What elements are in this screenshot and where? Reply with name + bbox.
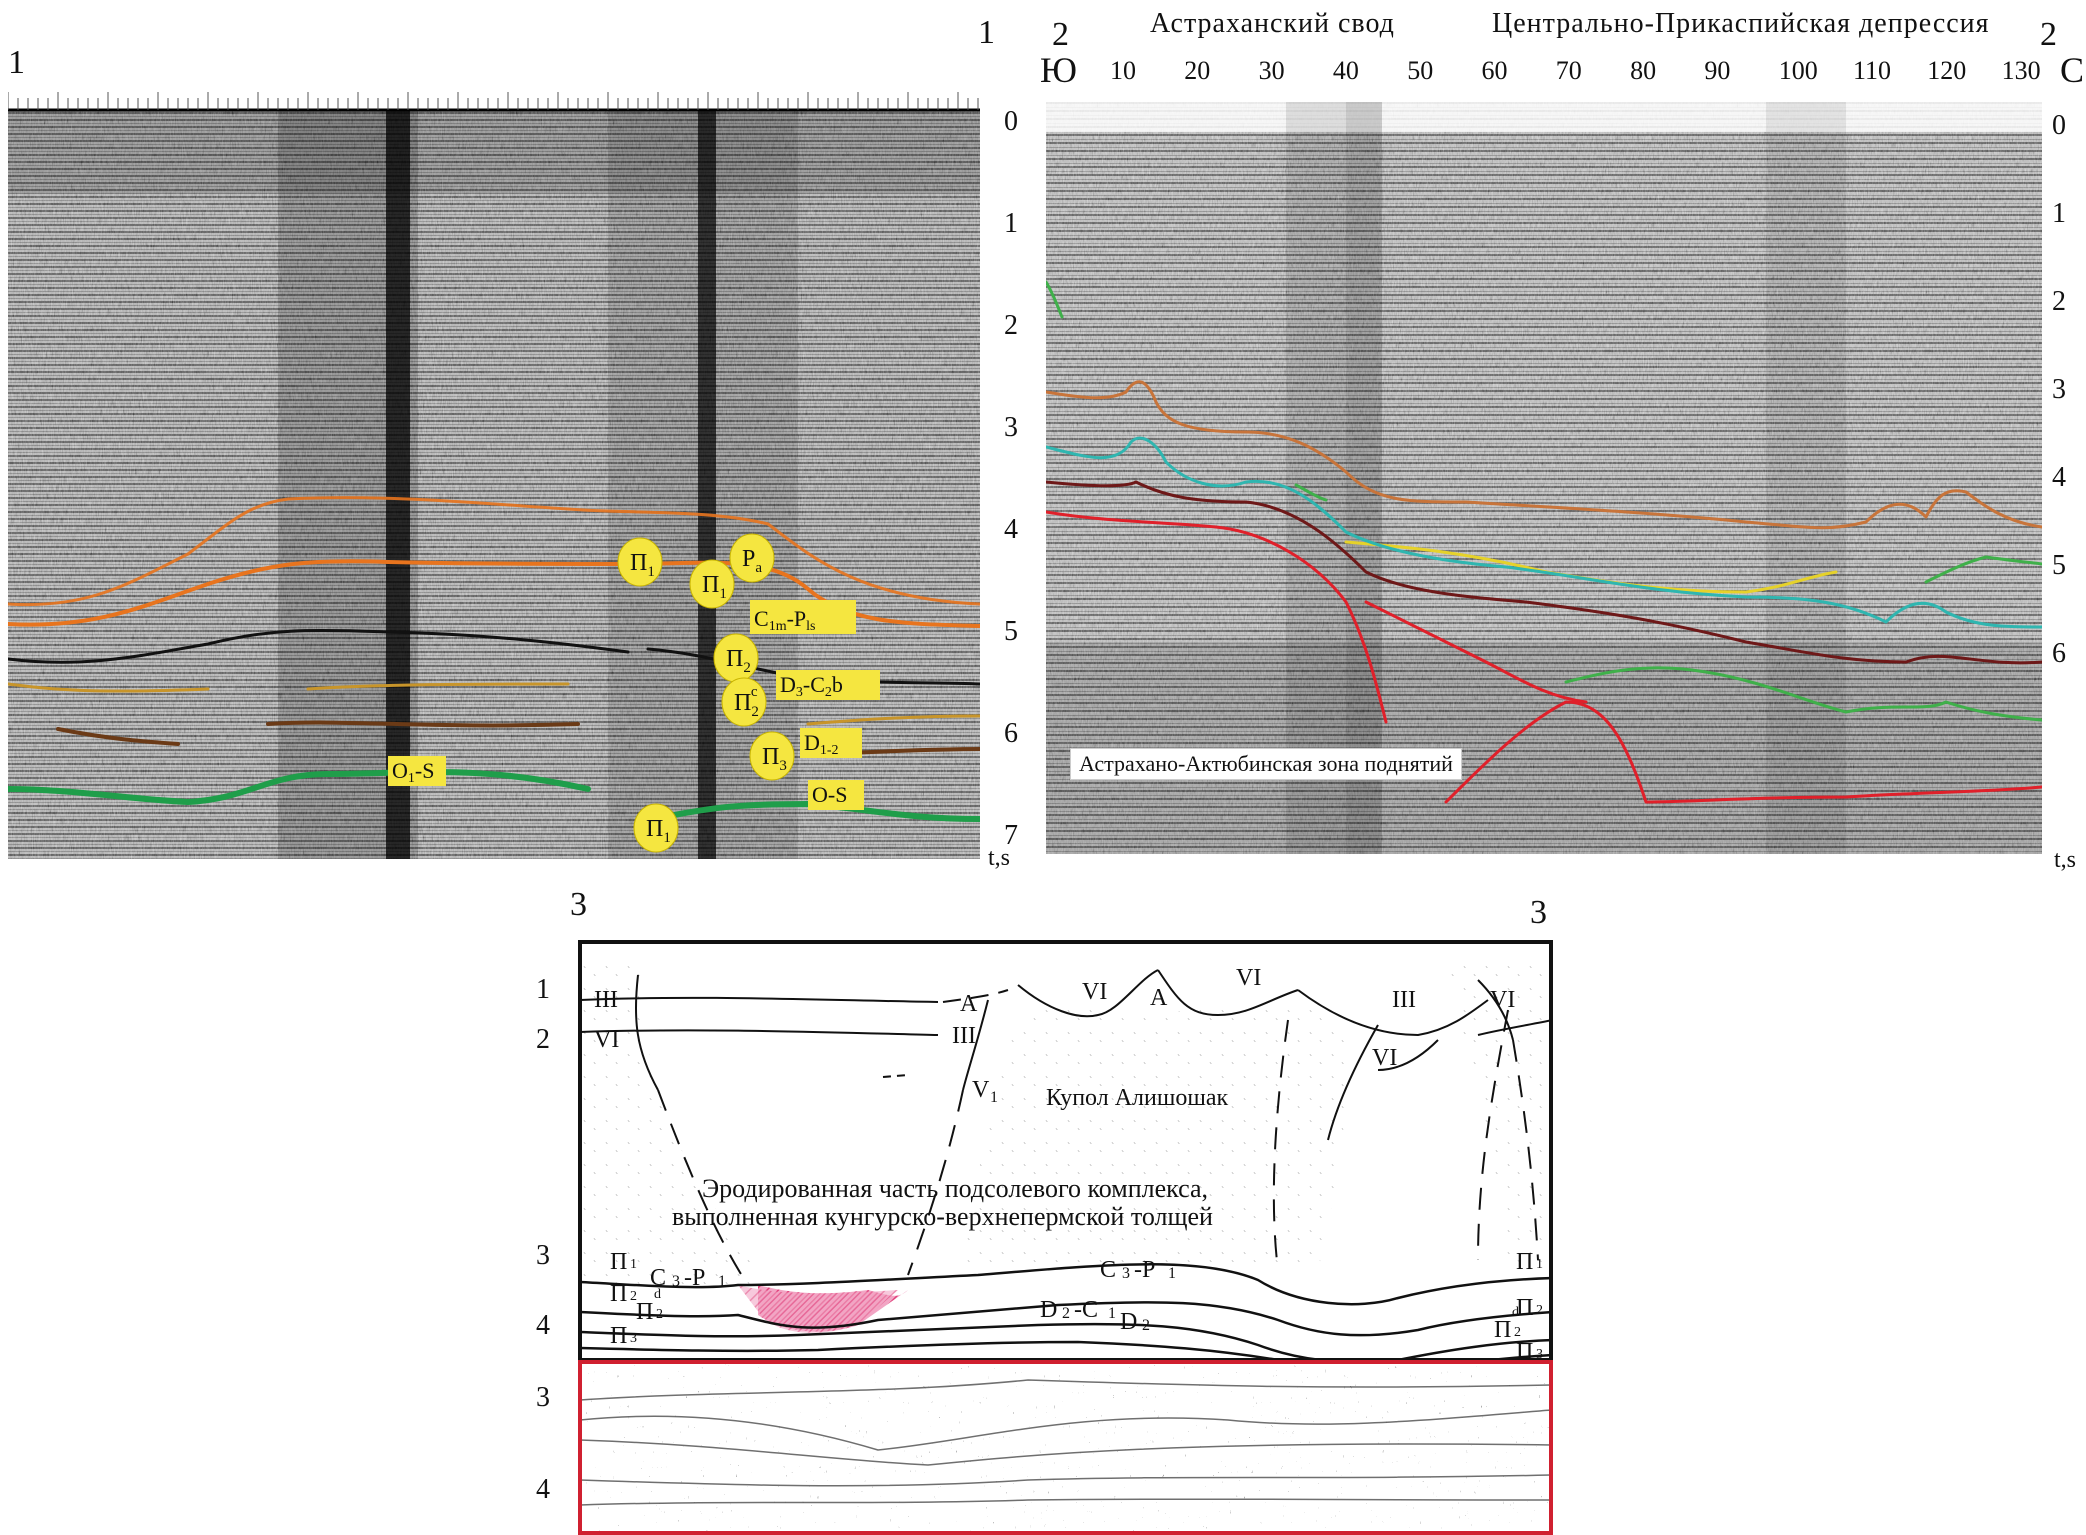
panel1-time-tick: 4 — [1004, 514, 1018, 545]
panel3-time-tick: 4 — [536, 1474, 550, 1505]
panel1-time-tick: 6 — [1004, 718, 1018, 749]
panel3-roman-label: III — [952, 1023, 976, 1049]
panel2-time-tick: 3 — [2052, 374, 2066, 405]
panel1-seismic-section — [8, 84, 980, 859]
panel3-formation-part: 3 — [672, 1273, 680, 1290]
panel3-horizon-label-part: 3 — [1536, 1347, 1543, 1362]
panel3-formation-part: 1 — [718, 1273, 726, 1290]
panel3-time-tick: 4 — [536, 1310, 550, 1341]
panel2-time-tick: 2 — [2052, 286, 2066, 317]
panel3-formation-part: 3 — [1122, 1265, 1130, 1282]
panel2-distance-tick: 110 — [1853, 56, 1892, 85]
panel3-time-tick: 3 — [536, 1240, 550, 1271]
panel1-label-right: 1 — [978, 14, 995, 51]
panel3-formation-part: C — [1100, 1257, 1117, 1283]
panel1-time-tick: 7 — [1004, 820, 1018, 851]
panel3-formation-part: 2 — [1142, 1317, 1150, 1334]
panel2-distance-tick: 60 — [1481, 56, 1508, 85]
panel3-formation-part: -P — [1134, 1257, 1156, 1283]
panel1-axis-unit: t,s — [988, 845, 1011, 871]
panel2-seismic-section — [1046, 102, 2042, 854]
panel2-zone-label: Астрахано-Актюбинская зона поднятий — [1070, 748, 1462, 780]
panel2-distance-tick: 100 — [1778, 56, 1818, 85]
panel3-formation-part: -C — [1074, 1297, 1098, 1323]
panel3-horizon-label-part: П — [610, 1249, 628, 1275]
panel3-formation-part: 1 — [1108, 1305, 1116, 1322]
panel3-horizon-label-part: П — [610, 1323, 628, 1349]
panel3-horizon-label-part: П — [1516, 1295, 1534, 1321]
panel2-label-right: 2 — [2040, 16, 2057, 53]
panel3-eroded-label-line1: Эродированная часть подсолевого комплекс… — [702, 1174, 1209, 1203]
panel2-distance-tick: 30 — [1258, 56, 1285, 85]
panel3-formation-part: 1 — [1168, 1265, 1176, 1282]
panel3-dome-label: Купол Алишошак — [1046, 1085, 1229, 1111]
panel2-axis-unit: t,s — [2054, 847, 2077, 873]
panel2-label-left: 2 — [1052, 16, 1069, 53]
panel2-distance-tick: 50 — [1407, 56, 1434, 85]
panel3-time-tick: 2 — [536, 1024, 550, 1055]
panel3-roman-label: III — [1392, 987, 1416, 1013]
panel2-time-tick: 5 — [2052, 550, 2066, 581]
panel3-time-tick: 3 — [536, 1382, 550, 1413]
panel2-distance-tick: 40 — [1332, 56, 1359, 85]
panel3-horizon-label-part: П — [610, 1281, 628, 1307]
panel3-roman-label: VI — [594, 1027, 620, 1053]
panel3-roman-label: 1 — [990, 1089, 998, 1106]
panel3-formation-part: C — [650, 1265, 667, 1291]
panel3-horizon-label-part: d — [1512, 1305, 1519, 1320]
panel2-title-right: Центрально-Прикаспийская депрессия — [1492, 8, 1990, 39]
panel3-interpretation-scheme: ˋ ˋ — [578, 940, 1553, 1535]
panel3-formation-part: 2 — [1062, 1305, 1070, 1322]
panel3-horizon-label-part: 1 — [630, 1257, 637, 1272]
panel3-label-left: 3 — [570, 886, 587, 923]
panel2-title-left: Астраханский свод — [1150, 8, 1395, 39]
panel2-distance-tick: 130 — [2001, 56, 2041, 85]
panel3-horizon-label-part: П — [636, 1299, 654, 1325]
panel3-horizon-label-part: 1 — [1536, 1257, 1543, 1272]
panel1-time-tick: 2 — [1004, 310, 1018, 341]
panel3-horizon-label-part: П — [1516, 1339, 1534, 1365]
panel2-dir-left: Ю — [1040, 50, 1078, 90]
panel3-formation-part: D — [1120, 1309, 1138, 1335]
panel2-distance-tick: 10 — [1110, 56, 1136, 85]
panel3-horizon-label-part: 2 — [1536, 1303, 1543, 1318]
panel3-roman-label: VI — [1490, 987, 1516, 1013]
panel3-horizon-label-part: П — [1516, 1249, 1534, 1275]
panel3-roman-label: A — [960, 991, 978, 1017]
panel3-formation-part: -P — [684, 1265, 706, 1291]
panel2-distance-tick: 80 — [1630, 56, 1657, 85]
panel2-distance-tick: 120 — [1927, 56, 1967, 85]
panel3-horizon-label-part: 2 — [656, 1307, 663, 1322]
panel3-roman-label: V — [972, 1077, 990, 1103]
panel3-horizon-label-part: d — [654, 1287, 661, 1302]
panel2-time-tick: 1 — [2052, 198, 2066, 229]
panel2-distance-tick: 20 — [1184, 56, 1211, 85]
panel3-roman-label: VI — [1236, 965, 1262, 991]
panel2-dir-right: С — [2060, 50, 2085, 90]
panel1-time-tick: 3 — [1004, 412, 1018, 443]
panel3-formation-part: D — [1040, 1297, 1058, 1323]
panel3-horizon-label-part: П — [1494, 1317, 1512, 1343]
panel2-distance-tick: 90 — [1704, 56, 1731, 85]
panel3-roman-label: VI — [1372, 1045, 1398, 1071]
panel3-roman-label: A — [1150, 985, 1168, 1011]
panel2-time-tick: 0 — [2052, 110, 2066, 141]
panel1-time-tick: 1 — [1004, 208, 1018, 239]
panel1-time-tick: 0 — [1004, 106, 1018, 137]
panel3-horizon-label-part: 3 — [630, 1331, 637, 1346]
panel1-label-left: 1 — [8, 44, 25, 81]
panel3-time-tick: 1 — [536, 974, 550, 1005]
panel2-distance-tick: 70 — [1555, 56, 1582, 85]
panel1-time-tick: 5 — [1004, 616, 1018, 647]
panel3-eroded-label-line2: выполненная кунгурско-верхнепермской тол… — [672, 1202, 1213, 1231]
panel3-horizon-label-part: 2 — [630, 1289, 637, 1304]
panel3-roman-label: III — [594, 987, 618, 1013]
panel3-horizon-label-part: 2 — [1514, 1325, 1521, 1340]
panel2-time-tick: 6 — [2052, 638, 2066, 669]
panel2-time-tick: 4 — [2052, 462, 2066, 493]
panel3-roman-label: VI — [1082, 979, 1108, 1005]
panel3-label-right: 3 — [1530, 894, 1547, 931]
